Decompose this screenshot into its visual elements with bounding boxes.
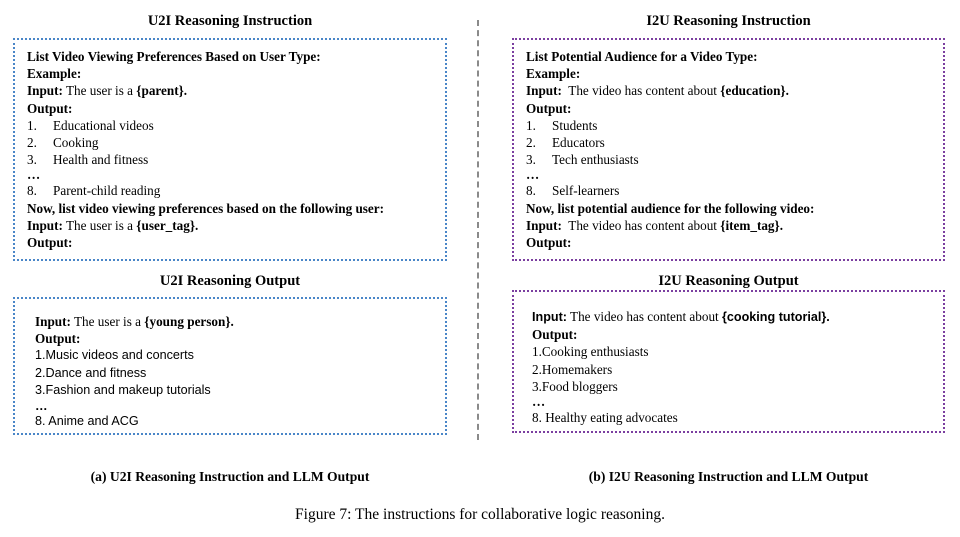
i2u-instruction-item: 1. Students [526, 117, 933, 134]
i2u-instruction-item-number: 1. [526, 117, 536, 133]
i2u-instruction-final-input-text: The video has content about [568, 217, 717, 233]
u2i-output-last-item: 8. Anime and ACG [35, 414, 139, 429]
box-u2i-output: Input: The user is a {young person}. Out… [13, 297, 447, 435]
u2i-instruction-final-output-label: Output: [27, 235, 73, 251]
column-divider [477, 20, 479, 440]
i2u-instruction-final-input-tag: {item_tag}. [720, 217, 784, 233]
u2i-instruction-input-label: Input: [27, 83, 63, 99]
i2u-output-input-tag: {cooking tutorial}. [722, 310, 830, 324]
u2i-instruction-item: 2. Cooking [27, 134, 435, 151]
u2i-instruction-item-text: Cooking [53, 135, 99, 151]
i2u-output-ellipsis: … [532, 394, 547, 410]
u2i-instruction-item: 3. Health and fitness [27, 151, 435, 168]
i2u-instruction-input-label: Input: [526, 83, 562, 99]
i2u-instruction-final-output-label: Output: [526, 235, 572, 251]
i2u-output-input-text: The video has content about [570, 309, 719, 324]
i2u-instruction-ellipsis: … [526, 167, 541, 183]
i2u-instruction-input-text: The video has content about [568, 83, 717, 99]
u2i-instruction-example-label: Example: [27, 66, 82, 82]
u2i-instruction-final-input-text: The user is a [65, 217, 133, 233]
u2i-output-ellipsis: … [35, 399, 49, 414]
i2u-output-item: 1.Cooking enthusiasts [532, 344, 649, 360]
i2u-instruction-last-item-text: Self-learners [552, 183, 620, 199]
i2u-output-input-line: Input: The video has content about {cook… [526, 308, 933, 326]
heading-u2i-instruction: U2I Reasoning Instruction [147, 13, 313, 29]
u2i-instruction-item-text: Educational videos [53, 117, 154, 133]
u2i-output-item: 1.Music videos and concerts [35, 348, 194, 363]
i2u-instruction-final-input-label: Input: [526, 217, 562, 233]
i2u-instruction-now-line: Now, list potential audience for the fol… [526, 200, 815, 216]
i2u-instruction-output-label: Output: [526, 100, 572, 116]
heading-u2i-output: U2I Reasoning Output [159, 273, 301, 289]
box-i2u-output: Input: The video has content about {cook… [512, 290, 945, 433]
i2u-output-output-label: Output: [532, 327, 578, 343]
u2i-instruction-item: 1. Educational videos [27, 117, 435, 134]
u2i-instruction-item-number: 2. [27, 135, 37, 151]
u2i-output-input-tag: {young person}. [144, 314, 234, 329]
u2i-instruction-final-input-line: Input: The user is a {user_tag}. [27, 217, 435, 234]
i2u-output-item: 3.Food bloggers [532, 378, 618, 394]
u2i-output-item: 3.Fashion and makeup tutorials [35, 382, 211, 397]
i2u-instruction-item-number: 2. [526, 135, 536, 151]
u2i-instruction-last-item-text: Parent-child reading [53, 183, 161, 199]
figure-caption: Figure 7: The instructions for collabora… [295, 506, 665, 523]
sub-caption-b: (b) I2U Reasoning Instruction and LLM Ou… [588, 469, 869, 484]
u2i-instruction-input-tag: {parent}. [136, 83, 188, 99]
heading-i2u-instruction: I2U Reasoning Instruction [646, 13, 811, 29]
box-i2u-instruction: List Potential Audience for a Video Type… [512, 38, 945, 261]
u2i-instruction-last-item: 8. Parent-child reading [27, 182, 435, 199]
i2u-instruction-task-line: List Potential Audience for a Video Type… [526, 49, 758, 64]
i2u-instruction-input-tag: {education}. [720, 83, 789, 99]
u2i-instruction-output-label: Output: [27, 100, 73, 116]
u2i-instruction-last-item-number: 8. [27, 183, 37, 199]
u2i-instruction-input-line: Input: The user is a {parent}. [27, 82, 435, 99]
i2u-instruction-input-line: Input: The video has content about {educ… [526, 82, 933, 99]
u2i-output-input-label: Input: [35, 314, 71, 329]
u2i-instruction-item-number: 1. [27, 117, 37, 133]
i2u-instruction-last-item: 8. Self-learners [526, 182, 933, 199]
u2i-instruction-item-number: 3. [27, 152, 37, 168]
i2u-output-input-label: Input: [532, 310, 567, 324]
i2u-instruction-item-number: 3. [526, 152, 536, 168]
u2i-output-item: 2.Dance and fitness [35, 365, 147, 380]
sub-caption-a: (a) U2I Reasoning Instruction and LLM Ou… [90, 469, 370, 484]
i2u-instruction-example-label: Example: [526, 66, 581, 82]
i2u-instruction-item-text: Tech enthusiasts [552, 152, 639, 168]
i2u-instruction-item-text: Students [552, 117, 598, 133]
i2u-output-last-item: 8. Healthy eating advocates [532, 410, 678, 426]
u2i-instruction-ellipsis: … [27, 167, 42, 183]
i2u-output-item: 2.Homemakers [532, 361, 613, 377]
box-u2i-instruction: List Video Viewing Preferences Based on … [13, 38, 447, 261]
u2i-output-input-line: Input: The user is a {young person}. [27, 313, 435, 330]
i2u-instruction-item-text: Educators [552, 135, 605, 151]
heading-i2u-output: I2U Reasoning Output [658, 273, 799, 289]
i2u-instruction-item: 3. Tech enthusiasts [526, 151, 933, 168]
u2i-instruction-input-text: The user is a [65, 83, 133, 99]
u2i-instruction-now-line: Now, list video viewing preferences base… [27, 200, 385, 216]
u2i-instruction-final-input-tag: {user_tag}. [136, 217, 199, 233]
u2i-instruction-item-text: Health and fitness [53, 152, 149, 168]
u2i-instruction-final-input-label: Input: [27, 217, 63, 233]
u2i-instruction-task-line: List Video Viewing Preferences Based on … [27, 49, 321, 64]
i2u-instruction-item: 2. Educators [526, 134, 933, 151]
u2i-output-input-text: The user is a [73, 314, 141, 329]
i2u-instruction-final-input-line: Input: The video has content about {item… [526, 217, 933, 234]
u2i-output-output-label: Output: [35, 331, 81, 347]
i2u-instruction-last-item-number: 8. [526, 183, 536, 199]
